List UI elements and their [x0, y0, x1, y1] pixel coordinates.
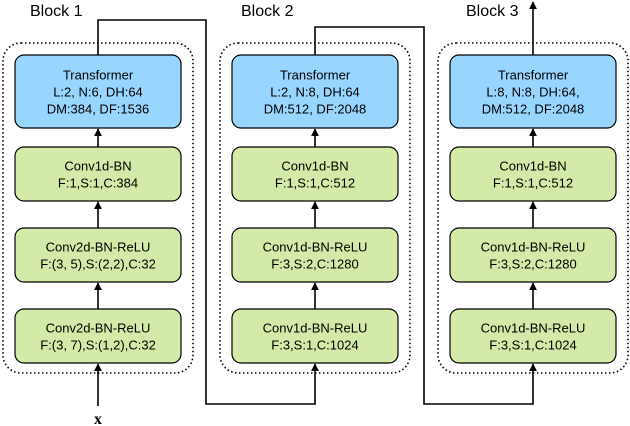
node-box	[231, 308, 399, 364]
conv-node: Conv1d-BN-ReLU F:3,S:2,C:1280	[449, 227, 617, 283]
node-box	[449, 227, 617, 283]
node-label: Conv1d-BN-ReLU	[481, 240, 586, 255]
node-label: Conv1d-BN-ReLU	[481, 321, 586, 336]
block-title: Block 2	[241, 3, 294, 20]
node-label: Conv1d-BN-ReLU	[263, 240, 368, 255]
node-label: F:3,S:2,C:1280	[489, 257, 576, 272]
node-label: F:3,S:2,C:1280	[271, 257, 358, 272]
conv-node: Conv1d-BN F:1,S:1,C:384	[14, 146, 182, 202]
node-box	[14, 308, 182, 364]
node-label: Conv1d-BN	[499, 159, 566, 174]
node-label: DM:512, DF:2048	[264, 102, 367, 117]
node-box	[231, 227, 399, 283]
node-label: F:(3, 7),S:(1,2),C:32	[40, 338, 156, 353]
block-title: Block 1	[30, 3, 83, 20]
conv-node: Conv1d-BN-ReLU F:3,S:1,C:1024	[231, 308, 399, 364]
node-box	[231, 146, 399, 202]
node-label: Conv1d-BN	[281, 159, 348, 174]
node-label: F:1,S:1,C:512	[493, 176, 573, 191]
node-label: Transformer	[63, 68, 134, 83]
conv-node: Conv1d-BN-ReLU F:3,S:2,C:1280	[231, 227, 399, 283]
node-box	[14, 146, 182, 202]
node-box	[14, 227, 182, 283]
conv-node: Conv2d-BN-ReLU F:(3, 7),S:(1,2),C:32	[14, 308, 182, 364]
node-label: F:(3, 5),S:(2,2),C:32	[40, 257, 156, 272]
conv-node: Conv1d-BN-ReLU F:3,S:1,C:1024	[449, 308, 617, 364]
block2-to-block3-connector	[314, 26, 537, 405]
node-label: DM:384, DF:1536	[47, 102, 150, 117]
node-label: L:8, N:8, DH:64,	[486, 85, 579, 100]
node-box	[449, 146, 617, 202]
conv-node: Conv1d-BN F:1,S:1,C:512	[231, 146, 399, 202]
node-label: Transformer	[498, 68, 569, 83]
node-label: Transformer	[280, 68, 351, 83]
node-label: Conv2d-BN-ReLU	[46, 321, 151, 336]
node-label: L:2, N:6, DH:64	[53, 85, 143, 100]
conv-node: Conv2d-BN-ReLU F:(3, 5),S:(2,2),C:32	[14, 227, 182, 283]
node-label: F:1,S:1,C:512	[275, 176, 355, 191]
block-title: Block 3	[466, 3, 519, 20]
node-label: F:3,S:1,C:1024	[489, 338, 576, 353]
node-label: F:1,S:1,C:384	[58, 176, 138, 191]
node-label: Conv2d-BN-ReLU	[46, 240, 151, 255]
input-label: x	[94, 411, 102, 426]
node-label: DM:512, DF:2048	[482, 102, 585, 117]
block1-to-block2-connector	[97, 19, 319, 405]
node-label: Conv1d-BN	[64, 159, 131, 174]
node-label: L:2, N:8, DH:64	[270, 85, 360, 100]
node-label: Conv1d-BN-ReLU	[263, 321, 368, 336]
node-label: F:3,S:1,C:1024	[271, 338, 358, 353]
node-box	[449, 308, 617, 364]
conv-node: Conv1d-BN F:1,S:1,C:512	[449, 146, 617, 202]
